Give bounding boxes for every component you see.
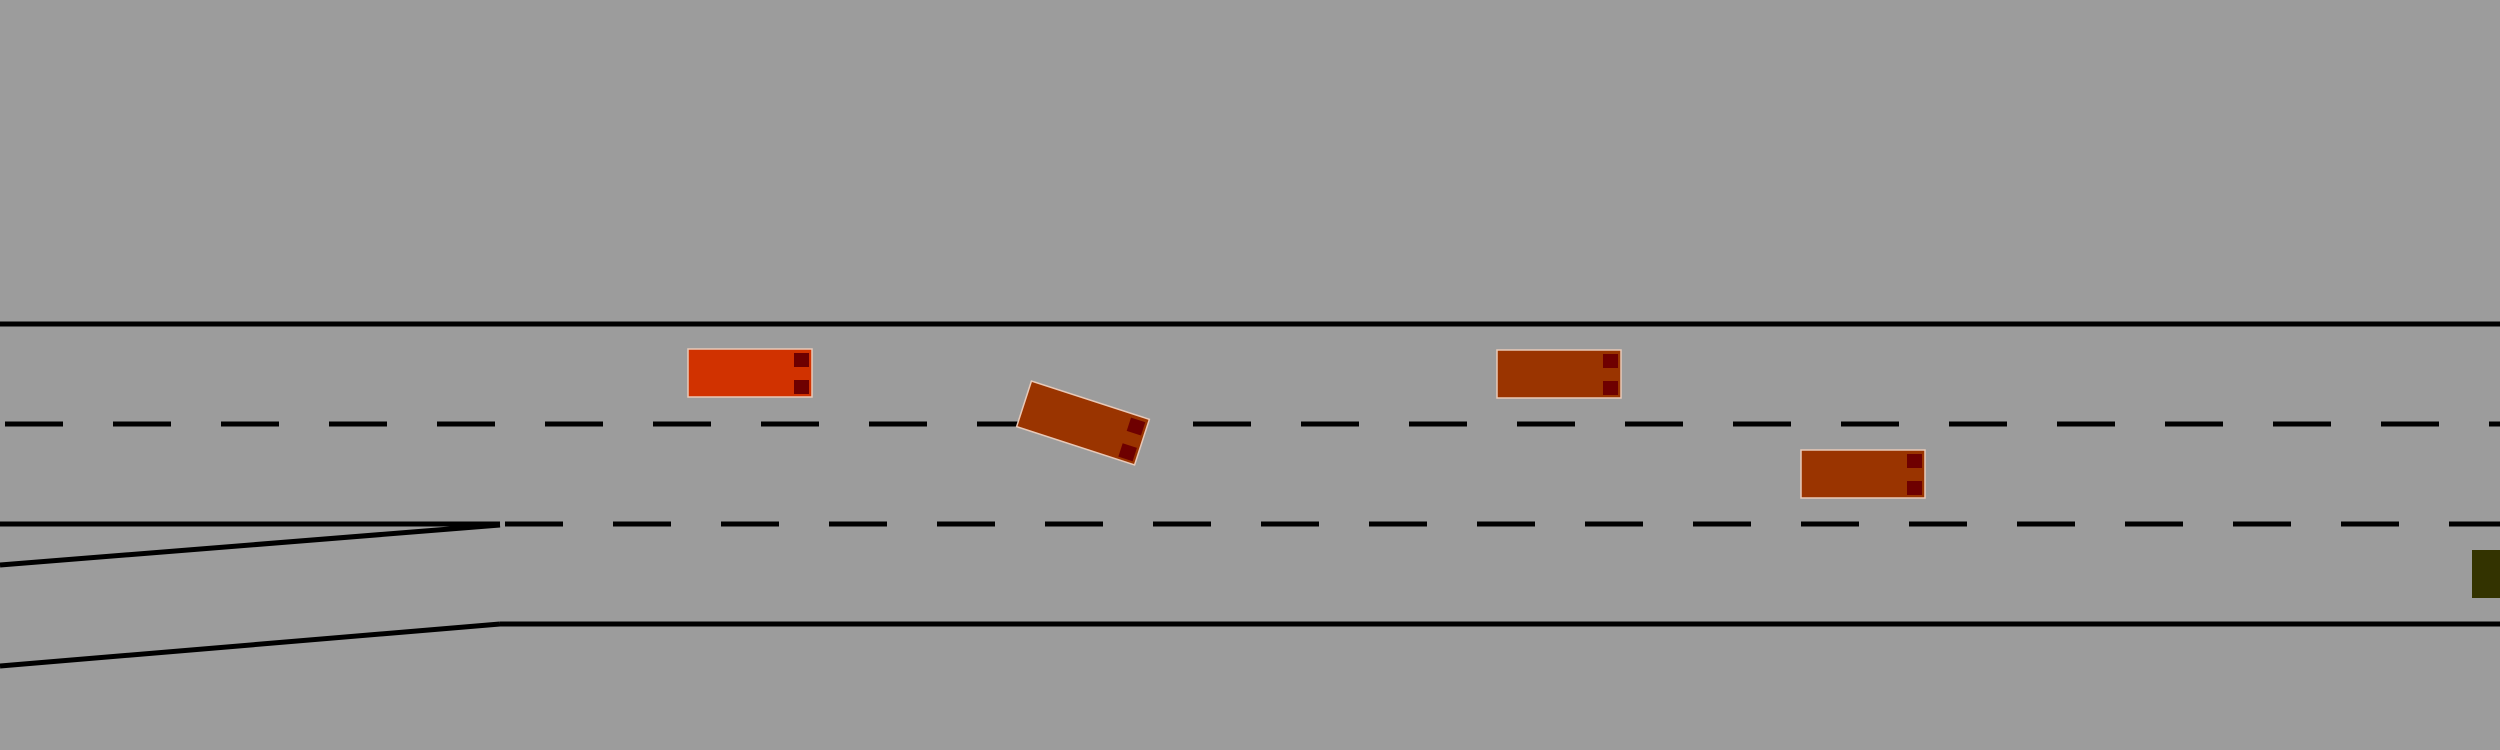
vehicle-body [1496,349,1622,399]
tail-light [1603,381,1618,395]
ego-vehicle [687,348,813,398]
vehicle-body [687,348,813,398]
tail-light [1118,443,1137,462]
vehicle-body [1800,449,1926,499]
tail-light [1126,417,1146,436]
ramp-merge-line [0,522,501,568]
vehicle-lane2-ahead [1800,449,1926,499]
tail-light [1603,354,1618,368]
tail-light [794,380,809,394]
lane-markings [0,321,2500,669]
ramp-outer-edge [0,621,501,669]
offscreen-vehicle-edge [2472,550,2500,598]
tail-light [794,353,809,367]
vehicle-body [1015,380,1151,466]
vehicle-lane1-ahead [1496,349,1622,399]
vehicle-lane-change [1015,380,1151,466]
tail-light [1907,454,1922,468]
tail-light [1907,481,1922,495]
